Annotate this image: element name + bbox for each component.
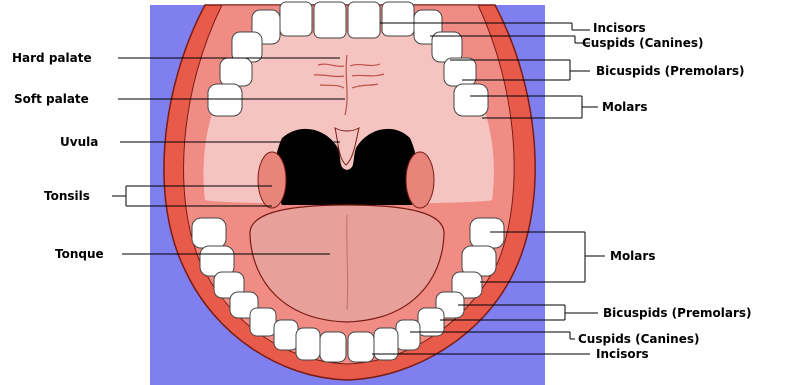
label-lower-incisors: Incisors xyxy=(596,347,649,361)
label-upper-bicuspids: Bicuspids (Premolars) xyxy=(596,64,745,78)
label-upper-molars: Molars xyxy=(602,100,647,114)
label-upper-incisors: Incisors xyxy=(593,21,646,35)
label-tonsils: Tonsils xyxy=(44,189,90,203)
label-lower-cuspids: Cuspids (Canines) xyxy=(578,332,699,346)
label-lower-molars: Molars xyxy=(610,249,655,263)
label-lower-bicuspids: Bicuspids (Premolars) xyxy=(603,306,752,320)
label-hard-palate: Hard palate xyxy=(12,51,92,65)
right-tonsil xyxy=(406,152,434,208)
label-uvula: Uvula xyxy=(60,135,98,149)
label-upper-cuspids: Cuspids (Canines) xyxy=(582,36,703,50)
label-tongue: Tonque xyxy=(55,247,104,261)
left-tonsil xyxy=(258,152,286,208)
label-soft-palate: Soft palate xyxy=(14,92,89,106)
